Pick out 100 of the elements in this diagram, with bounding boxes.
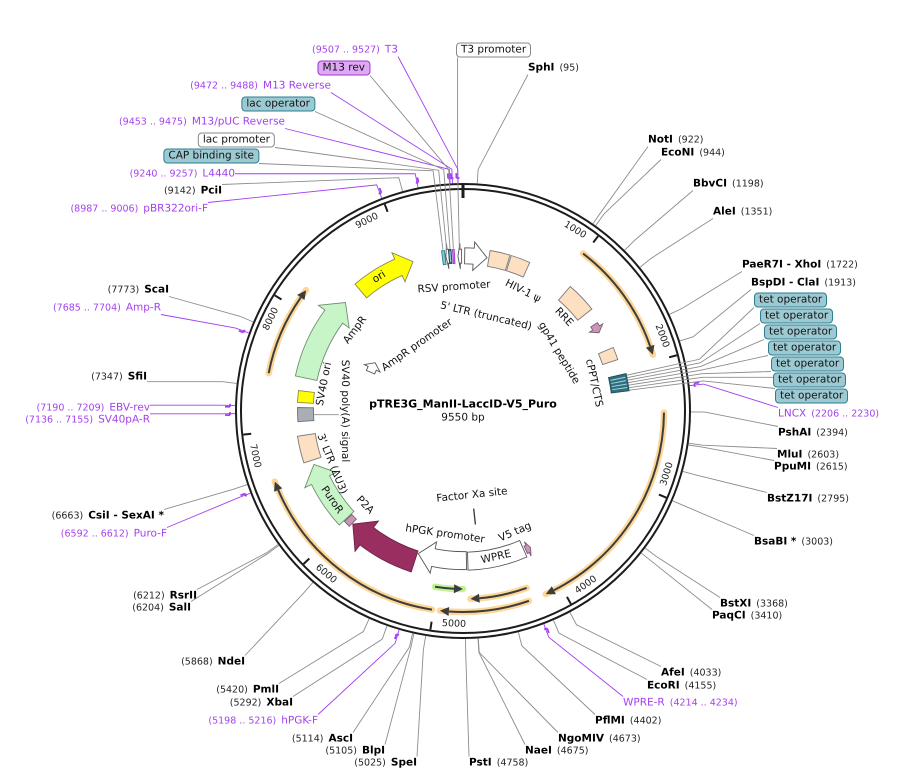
leader-line: [284, 128, 451, 184]
cut-site-position: (7773): [108, 284, 140, 296]
feature-label: WPRE: [480, 548, 512, 567]
enzyme-name: CsiI - SexAI *: [88, 510, 164, 522]
enzyme-name: PaeR7I - XhoI: [742, 258, 822, 270]
leader-line: [628, 376, 774, 388]
enzyme-name: NdeI: [218, 656, 245, 668]
primer-name: hPGK-F: [281, 714, 318, 726]
leader-line: [416, 635, 426, 757]
primer-binding-range: (7685 .. 7704): [52, 302, 121, 314]
feature-tag: tet operator: [754, 292, 828, 308]
cut-site-position: (922): [678, 134, 704, 146]
leader-line: [168, 296, 254, 322]
leader-line: [314, 111, 451, 250]
feature-label: RSV promoter: [417, 278, 492, 296]
cut-site-position: (6212): [133, 590, 165, 602]
cut-site-position: (5292): [230, 698, 262, 710]
cut-site-position: (2603): [807, 450, 840, 462]
primer-name: Puro-F: [134, 528, 167, 540]
enzyme-name: SalI: [168, 602, 191, 614]
feature-tag: lac promoter: [198, 132, 275, 148]
cut-site-position: (4033): [690, 668, 722, 680]
enzyme-name: NotI: [648, 134, 673, 146]
leader-line: [595, 159, 662, 226]
leader-line: [352, 632, 414, 733]
primer-name: LNCX: [778, 408, 806, 420]
enzyme-name: NgoMIV: [558, 732, 604, 744]
feature-tag: tet operator: [775, 388, 848, 404]
enzyme-name: AleI: [713, 206, 736, 218]
enzyme-name: PciI: [200, 184, 222, 196]
cut-site-position: (5420): [216, 684, 248, 696]
cut-site-position: (5868): [181, 656, 213, 668]
enzyme-name: EcoNI: [661, 146, 694, 158]
leader-line: [689, 384, 778, 408]
cut-site-position: (2394): [816, 428, 848, 440]
enzyme-name: PshAI: [778, 426, 812, 438]
plasmid-size: 9550 bp: [441, 412, 485, 424]
enzyme-name: SpeI: [390, 756, 417, 768]
feature-label: V5 tag: [497, 520, 534, 544]
enzyme-name: BstXI: [720, 598, 752, 610]
feature-tag: tet operator: [771, 356, 844, 372]
cut-site-position: (5025): [354, 758, 386, 770]
feature-label: cPPT/CTS: [582, 358, 605, 408]
leader-line: [150, 413, 236, 414]
leader-line: [476, 74, 528, 184]
leader-line: [196, 544, 279, 590]
primer-binding-range: (9453 .. 9475): [118, 116, 187, 128]
feature-label: SV40 poly(A) signal: [338, 360, 352, 462]
feature-label: ori: [370, 268, 388, 286]
primer-binding-range: (8987 .. 9006): [70, 204, 138, 216]
leader-line: [292, 626, 388, 697]
feature-tag: tet operator: [768, 340, 842, 356]
cut-site-position: (1722): [826, 260, 858, 272]
leader-line: [313, 414, 340, 416]
primer-name: T3: [384, 44, 398, 56]
feature-tag: tet operator: [760, 308, 834, 324]
cut-site-position: (4673): [609, 734, 641, 746]
primer-name: pBR322ori-F: [143, 202, 208, 214]
enzyme-name: SfiI: [128, 370, 147, 382]
cut-site-position: (3368): [756, 598, 788, 610]
cut-site-position: (6204): [132, 602, 164, 614]
cut-site-position: (4155): [684, 680, 716, 692]
enzyme-name: PstI: [469, 756, 492, 768]
leader-line: [672, 500, 754, 536]
scale-number: 9000: [354, 210, 380, 232]
enzyme-name: BbvCI: [693, 178, 727, 190]
cut-site-position: (3003): [801, 536, 833, 548]
feature-label: Factor Xa site: [436, 484, 508, 504]
leader-line: [626, 323, 760, 378]
cut-site-position: (6663): [52, 510, 84, 522]
primer-binding-range: (6592 .. 6612): [60, 528, 129, 540]
leader-line: [234, 173, 418, 188]
leader-line: [570, 612, 662, 667]
cut-site-position: (4402): [630, 716, 662, 728]
leader-line: [244, 582, 314, 656]
leader-line: [160, 314, 250, 334]
scale-number: 2000: [652, 322, 672, 350]
leader-line: [370, 75, 454, 250]
cut-site-position: (5105): [325, 746, 357, 758]
primer-binding-range: (5198 .. 5216): [208, 716, 276, 728]
enzyme-name: PaqCI: [712, 610, 746, 622]
primer-binding-range: (7136 .. 7155): [25, 414, 94, 426]
leader-line: [682, 470, 768, 493]
primer-name: EBV-rev: [109, 402, 150, 414]
leader-line: [274, 147, 448, 250]
feature-tag: CAP binding site: [163, 148, 259, 164]
primer-name: SV40pA-R: [98, 414, 150, 426]
primer-name: L4440: [202, 168, 235, 180]
enzyme-name: BlpI: [362, 744, 385, 756]
scale-number: 8000: [260, 306, 282, 332]
primer-binding-range: (9240 .. 9257): [130, 168, 198, 180]
primer-name: M13 Reverse: [263, 80, 331, 92]
leader-line: [384, 633, 414, 745]
cut-site-position: (1351): [740, 206, 772, 218]
cut-site-position: (1913): [824, 278, 856, 290]
cut-site-position: (9142): [164, 186, 196, 198]
leader-line: [543, 624, 624, 697]
enzyme-name: NaeI: [525, 744, 552, 756]
leader-line: [644, 548, 720, 598]
enzyme-name: PpuMI: [774, 460, 812, 472]
